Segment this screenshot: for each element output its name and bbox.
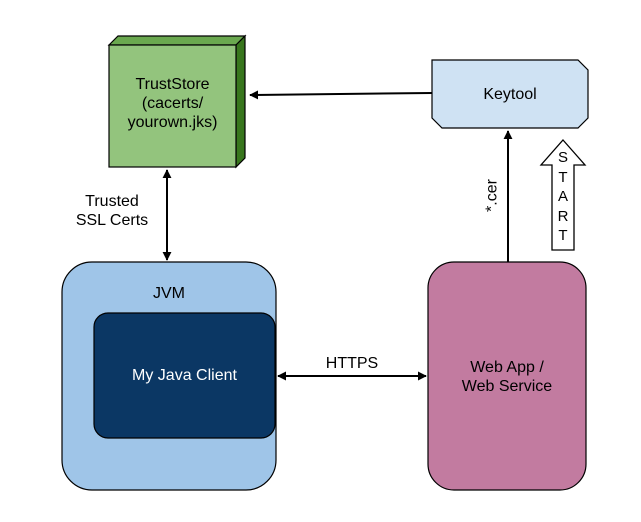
webapp-label-line-1: Web App /: [470, 359, 544, 376]
webapp-label-line-2: Web Service: [461, 378, 553, 395]
keytool-label: Keytool: [483, 86, 537, 103]
start-label: S T A R T: [552, 148, 574, 246]
jvm-label: JVM: [153, 285, 185, 302]
trusted-certs-line-1: Trusted: [85, 193, 139, 210]
truststore-side-face: [235, 34, 246, 169]
truststore-front-face: [108, 44, 237, 168]
start-letter-4: R: [557, 207, 569, 225]
java-client-label: My Java Client: [132, 367, 237, 384]
start-block-arrow: [539, 139, 587, 251]
truststore-top-face: [107, 35, 247, 46]
start-letter-3: A: [557, 188, 568, 205]
https-label: HTTPS: [325, 355, 379, 372]
truststore-label-line-3: yourown.jks): [127, 114, 218, 131]
trusted-certs-label: Trusted SSL Certs: [62, 192, 162, 230]
start-letter-5: T: [558, 227, 568, 244]
truststore-label: TrustStore (cacerts/ yourown.jks): [109, 75, 236, 132]
webapp-label: Web App / Web Service: [428, 358, 586, 396]
truststore-label-line-2: (cacerts/: [141, 95, 204, 112]
cer-label: *.cer: [483, 179, 501, 212]
truststore-label-line-1: TrustStore: [135, 76, 210, 93]
start-letter-2: T: [558, 168, 568, 186]
trusted-certs-line-2: SSL Certs: [75, 212, 149, 229]
java-client-node: [93, 312, 276, 439]
truststore-node: [107, 34, 247, 169]
keytool-to-truststore-arrow: [249, 90, 433, 100]
start-letter-1: S: [557, 149, 568, 166]
keytool-node: [431, 59, 589, 129]
